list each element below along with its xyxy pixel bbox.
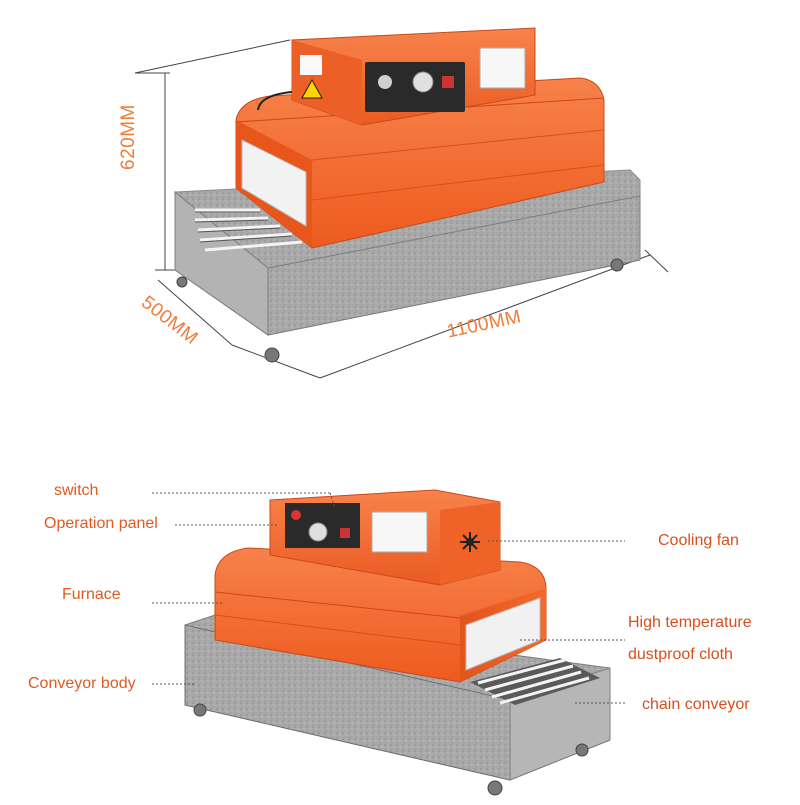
height-dimension: 620MM: [118, 104, 139, 170]
machine-bottom: [184, 489, 611, 796]
callout-lines: [152, 492, 625, 704]
callout-dustproof-cloth: dustproof cloth: [628, 646, 733, 663]
top-rollers: [194, 208, 303, 252]
bottom-rollers: [470, 658, 600, 705]
callout-high-temperature: High temperature: [628, 614, 752, 631]
machine-top: [134, 27, 669, 379]
callout-furnace: Furnace: [62, 586, 121, 603]
cooling-fan-icon: [460, 532, 480, 552]
callout-cooling-fan: Cooling fan: [658, 532, 739, 549]
callout-operation-panel: Operation panel: [44, 515, 158, 532]
callout-chain-conveyor: chain conveyor: [642, 696, 750, 713]
callout-switch: switch: [54, 482, 99, 499]
callout-conveyor-body: Conveyor body: [28, 675, 136, 692]
dimension-lines-top: [134, 39, 669, 379]
